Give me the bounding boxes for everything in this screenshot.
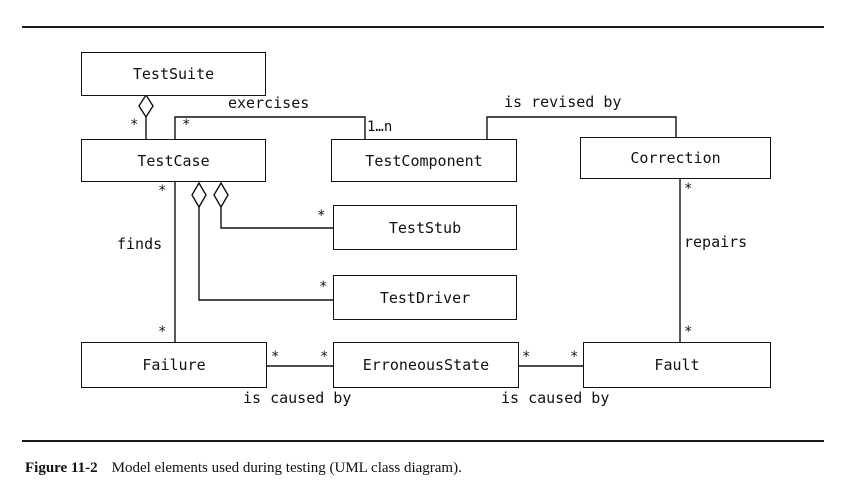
class-fault-name: Fault: [654, 356, 700, 374]
class-erroneous-state-name: ErroneousState: [362, 356, 490, 374]
multiplicity-stub: *: [317, 208, 326, 224]
class-correction: Correction: [580, 137, 771, 179]
exercises-line: [174, 116, 366, 139]
class-fault: Fault: [583, 342, 771, 388]
class-test-stub: TestStub: [333, 205, 517, 250]
revised-by-line: [486, 116, 677, 139]
class-test-component-name: TestComponent: [365, 151, 483, 170]
case-driver-line: [198, 207, 333, 301]
multiplicity-state-fault-left: *: [522, 349, 531, 365]
top-rule: [22, 26, 824, 28]
multiplicity-suite-case: *: [130, 117, 139, 133]
multiplicity-correction: *: [684, 181, 693, 197]
class-failure: Failure: [81, 342, 267, 388]
multiplicity-finds-case: *: [158, 183, 167, 199]
class-test-driver-name: TestDriver: [379, 288, 471, 307]
multiplicity-repairs-fault: *: [684, 324, 693, 340]
label-exercises: exercises: [228, 94, 310, 112]
class-test-driver: TestDriver: [333, 275, 517, 320]
label-is-caused-by-2: is caused by: [501, 389, 610, 407]
class-test-case-name: TestCase: [137, 151, 210, 170]
class-failure-name: Failure: [142, 356, 206, 374]
class-correction-name: Correction: [630, 149, 721, 167]
figure-caption: Figure 11-2 Model elements used during te…: [25, 460, 462, 477]
multiplicity-failure-state-right: *: [320, 349, 329, 365]
class-erroneous-state: ErroneousState: [333, 342, 519, 388]
bottom-rule: [22, 440, 824, 442]
suite-aggregation-diamond: [138, 93, 154, 119]
driver-aggregation-diamond: [191, 181, 207, 209]
multiplicity-state-fault-right: *: [570, 349, 579, 365]
class-test-component: TestComponent: [331, 139, 517, 182]
class-test-suite: TestSuite: [81, 52, 266, 96]
multiplicity-driver: *: [319, 279, 328, 295]
case-stub-line: [220, 207, 333, 229]
label-is-revised-by: is revised by: [504, 93, 622, 111]
class-test-stub-name: TestStub: [388, 218, 462, 237]
class-test-suite-name: TestSuite: [132, 65, 215, 83]
caption-text: Model elements used during testing (UML …: [111, 460, 462, 476]
class-test-case: TestCase: [81, 139, 266, 182]
multiplicity-exercises-component: 1…n: [367, 119, 393, 135]
stub-aggregation-diamond: [213, 181, 229, 209]
multiplicity-exercises-case: *: [182, 117, 191, 133]
multiplicity-finds-failure: *: [158, 324, 167, 340]
label-is-caused-by-1: is caused by: [243, 389, 352, 407]
label-finds: finds: [117, 235, 163, 253]
multiplicity-failure-state-left: *: [271, 349, 280, 365]
label-repairs: repairs: [684, 233, 748, 251]
caption-label: Figure 11-2: [25, 460, 98, 476]
